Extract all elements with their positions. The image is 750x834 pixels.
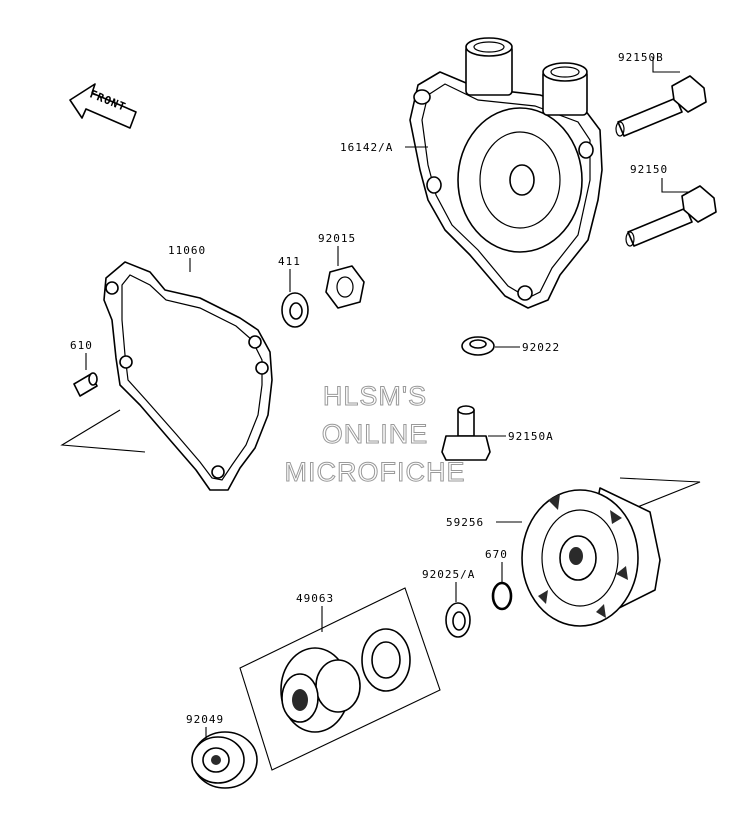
watermark-line3: MICROFICHE — [285, 457, 466, 487]
front-arrow-icon: FRONT — [69, 83, 137, 129]
nut-92015[interactable] — [325, 265, 365, 309]
label-92150A: 92150A — [508, 430, 554, 443]
label-92150: 92150 — [630, 163, 668, 176]
label-49063: 49063 — [296, 592, 334, 605]
watermark-line2: ONLINE — [322, 419, 429, 449]
axis-guide-right — [619, 477, 701, 511]
label-16142A: 16142/A — [340, 141, 393, 154]
impeller[interactable] — [521, 487, 661, 627]
axis-guide-left — [60, 409, 146, 453]
bolt-92150B[interactable] — [615, 75, 707, 137]
dowel-pin[interactable] — [73, 372, 98, 397]
washer-411[interactable] — [281, 292, 309, 328]
label-11060: 11060 — [168, 244, 206, 257]
mechanical-seal-kit[interactable] — [239, 587, 441, 771]
bearing[interactable] — [191, 731, 258, 789]
o-ring[interactable] — [491, 581, 513, 611]
washer-92022[interactable] — [461, 336, 495, 356]
label-92025A: 92025/A — [422, 568, 475, 581]
bolt-92150[interactable] — [625, 185, 717, 247]
watermark-line1: HLSM'S — [323, 381, 427, 411]
seal-92025A[interactable] — [445, 602, 471, 638]
label-92150B: 92150B — [618, 51, 664, 64]
label-92049: 92049 — [186, 713, 224, 726]
label-610: 610 — [70, 339, 93, 352]
label-59256: 59256 — [446, 516, 484, 529]
label-670: 670 — [485, 548, 508, 561]
label-92015: 92015 — [318, 232, 356, 245]
pump-cover[interactable] — [409, 37, 603, 309]
drain-bolt[interactable] — [441, 405, 491, 461]
label-92022: 92022 — [522, 341, 560, 354]
gasket[interactable] — [103, 261, 273, 491]
label-411: 411 — [278, 255, 301, 268]
watermark: HLSM'S ONLINE MICROFICHE — [284, 381, 466, 488]
